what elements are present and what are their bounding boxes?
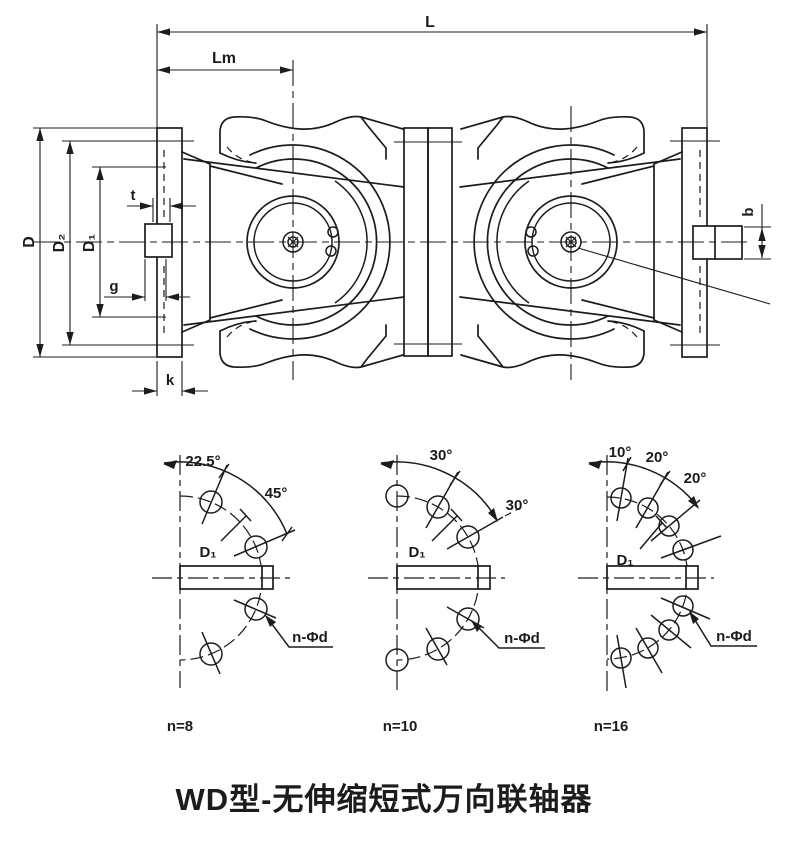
bolt-pattern-n10: 30° 30° D₁ n-Φd n=10 — [368, 447, 545, 735]
bolt-holes-n16 — [610, 457, 722, 689]
angle-label-n10-2: 30° — [506, 497, 529, 514]
bolt-circle-label-n10: D₁ — [408, 544, 425, 561]
dim-label-k: k — [166, 372, 175, 389]
center-lines — [33, 60, 748, 380]
bolt-holes-n8 — [199, 464, 296, 675]
angle-label-n8-1: 22.5° — [185, 453, 220, 470]
bolt-pattern-n8: 22.5° 45° D₁ n-Φd n=8 — [152, 453, 333, 735]
dim-label-b: b — [740, 207, 757, 216]
count-label-n10: n=10 — [383, 718, 418, 735]
count-label-n8: n=8 — [167, 718, 193, 735]
grease-fitting-leader-line — [577, 247, 771, 305]
left-shaft-hub — [144, 223, 173, 258]
dim-label-D: D — [21, 236, 38, 248]
dim-label-g: g — [109, 278, 118, 295]
dim-label-D2: D₂ — [51, 234, 68, 253]
bolt-circle-label-n16: D₁ — [616, 552, 633, 569]
bolt-holes-n10 — [385, 471, 504, 672]
coupling-side-view: L Lm D D₂ D₁ t — [21, 14, 771, 396]
holes-label-n10: n-Φd — [504, 630, 540, 647]
dim-label-D1: D₁ — [81, 234, 98, 253]
holes-label-n8: n-Φd — [292, 629, 328, 646]
angle-label-n16-3: 20° — [684, 470, 707, 487]
drawing-title: WD型-无伸缩短式万向联轴器 — [176, 782, 593, 817]
bolt-pattern-n16: 10° 20° 20° D₁ n-Φd n=16 — [578, 444, 757, 735]
angle-label-n16-1: 10° — [609, 444, 632, 461]
dimensions: L Lm D D₂ D₁ t — [21, 14, 771, 396]
bolt-circle-label-n8: D₁ — [199, 544, 216, 561]
dim-label-L: L — [425, 14, 435, 31]
angle-label-n8-2: 45° — [265, 485, 288, 502]
dim-label-t: t — [131, 187, 136, 204]
count-label-n16: n=16 — [594, 718, 629, 735]
angle-label-n10-1: 30° — [430, 447, 453, 464]
holes-label-n16: n-Φd — [716, 628, 752, 645]
dim-label-Lm: Lm — [212, 50, 236, 67]
angle-label-n16-2: 20° — [646, 449, 669, 466]
